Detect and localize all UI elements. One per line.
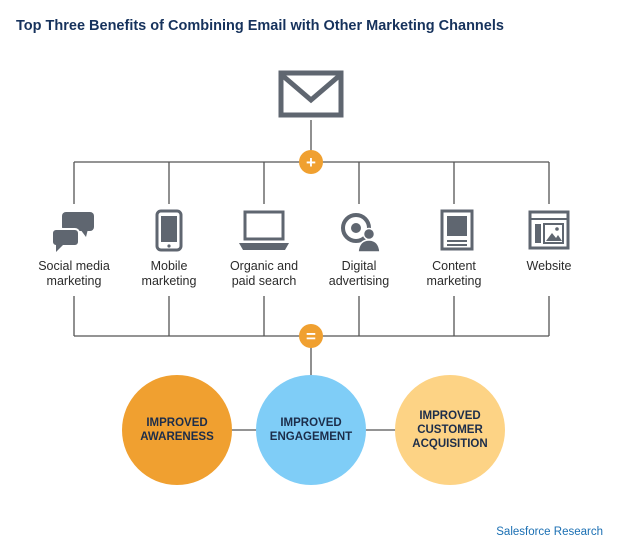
envelope-icon	[278, 70, 344, 118]
source-credit: Salesforce Research	[496, 526, 603, 538]
mobile-phone-icon	[155, 209, 183, 252]
benefit-circle-engagement	[256, 375, 366, 485]
channel-label-social-media: Social media marketing	[38, 259, 110, 288]
channel-label-content: Content marketing	[426, 259, 482, 288]
benefit-circle-acquisition	[395, 375, 505, 485]
browser-window-icon	[528, 210, 570, 250]
equals-operator: =	[299, 324, 323, 348]
channel-label-search: Organic and paid search	[229, 259, 299, 288]
channel-label-website: Website	[526, 259, 572, 273]
benefit-label-engagement: IMPROVED ENGAGEMENT	[269, 417, 353, 443]
document-icon	[440, 209, 474, 251]
benefit-label-acquisition: IMPROVED CUSTOMER ACQUISITION	[412, 410, 488, 450]
benefit-circle-awareness	[122, 375, 232, 485]
channel-label-mobile: Mobile marketing	[141, 259, 197, 288]
benefit-label-awareness: IMPROVED AWARENESS	[140, 417, 214, 443]
channel-label-digital-advertising: Digital advertising	[328, 259, 390, 288]
target-person-icon	[341, 213, 381, 253]
laptop-icon	[239, 210, 289, 250]
chat-bubbles-icon	[51, 212, 94, 252]
plus-operator: +	[299, 150, 323, 174]
equals-symbol: =	[306, 327, 316, 346]
page-title: Top Three Benefits of Combining Email wi…	[16, 18, 504, 34]
plus-symbol: +	[306, 153, 316, 172]
